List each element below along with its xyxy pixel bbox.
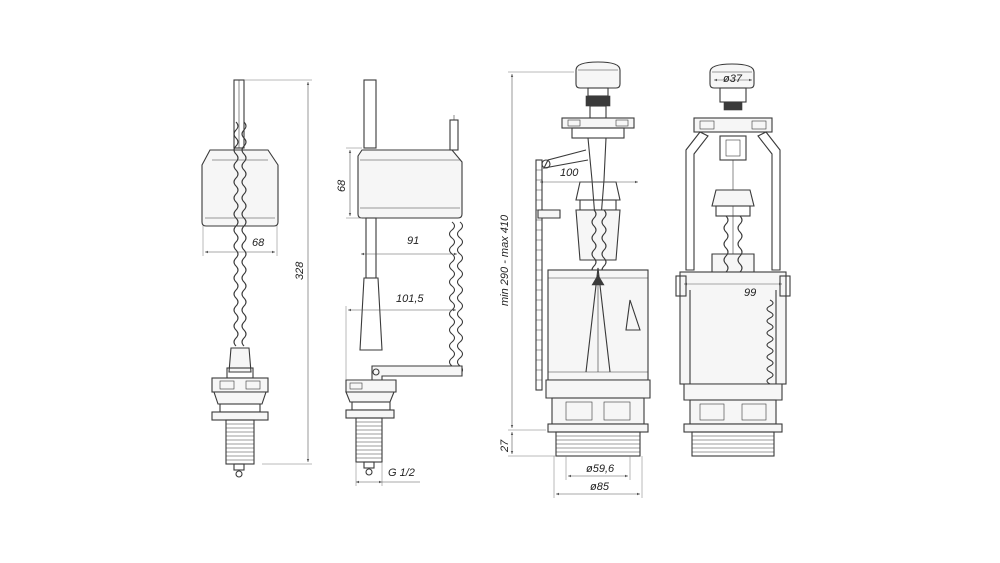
dim-valve-arm-width: 91 — [407, 235, 419, 247]
dim-button-diameter: ø37 — [723, 73, 743, 85]
dim-flush-outlet-inner: ø59,6 — [586, 463, 615, 475]
fill-valve-side-view: 68 91 101,5 G 1/2 — [336, 79, 464, 486]
dim-valve-total-height: 328 — [294, 261, 306, 280]
dim-flush-height-range: min 290 - max 410 — [499, 214, 511, 306]
dim-flush-outlet-outer: ø85 — [590, 481, 610, 493]
dim-valve-float-height: 68 — [336, 179, 348, 192]
dim-flush-base-height: 27 — [499, 439, 511, 453]
flush-valve-front-view: min 290 - max 410 27 100 ø59,6 ø85 — [499, 61, 651, 498]
flush-valve-side-view: ø37 99 — [675, 63, 791, 457]
dim-flush-arm-width: 100 — [560, 167, 579, 179]
dim-valve-arm-reach: 101,5 — [396, 293, 424, 305]
fill-valve-front-view: 68 328 — [201, 79, 312, 478]
dim-valve-front-width: 68 — [252, 237, 265, 249]
dim-valve-thread: G 1/2 — [388, 467, 415, 479]
dim-flush-cage-width: 99 — [744, 287, 756, 299]
